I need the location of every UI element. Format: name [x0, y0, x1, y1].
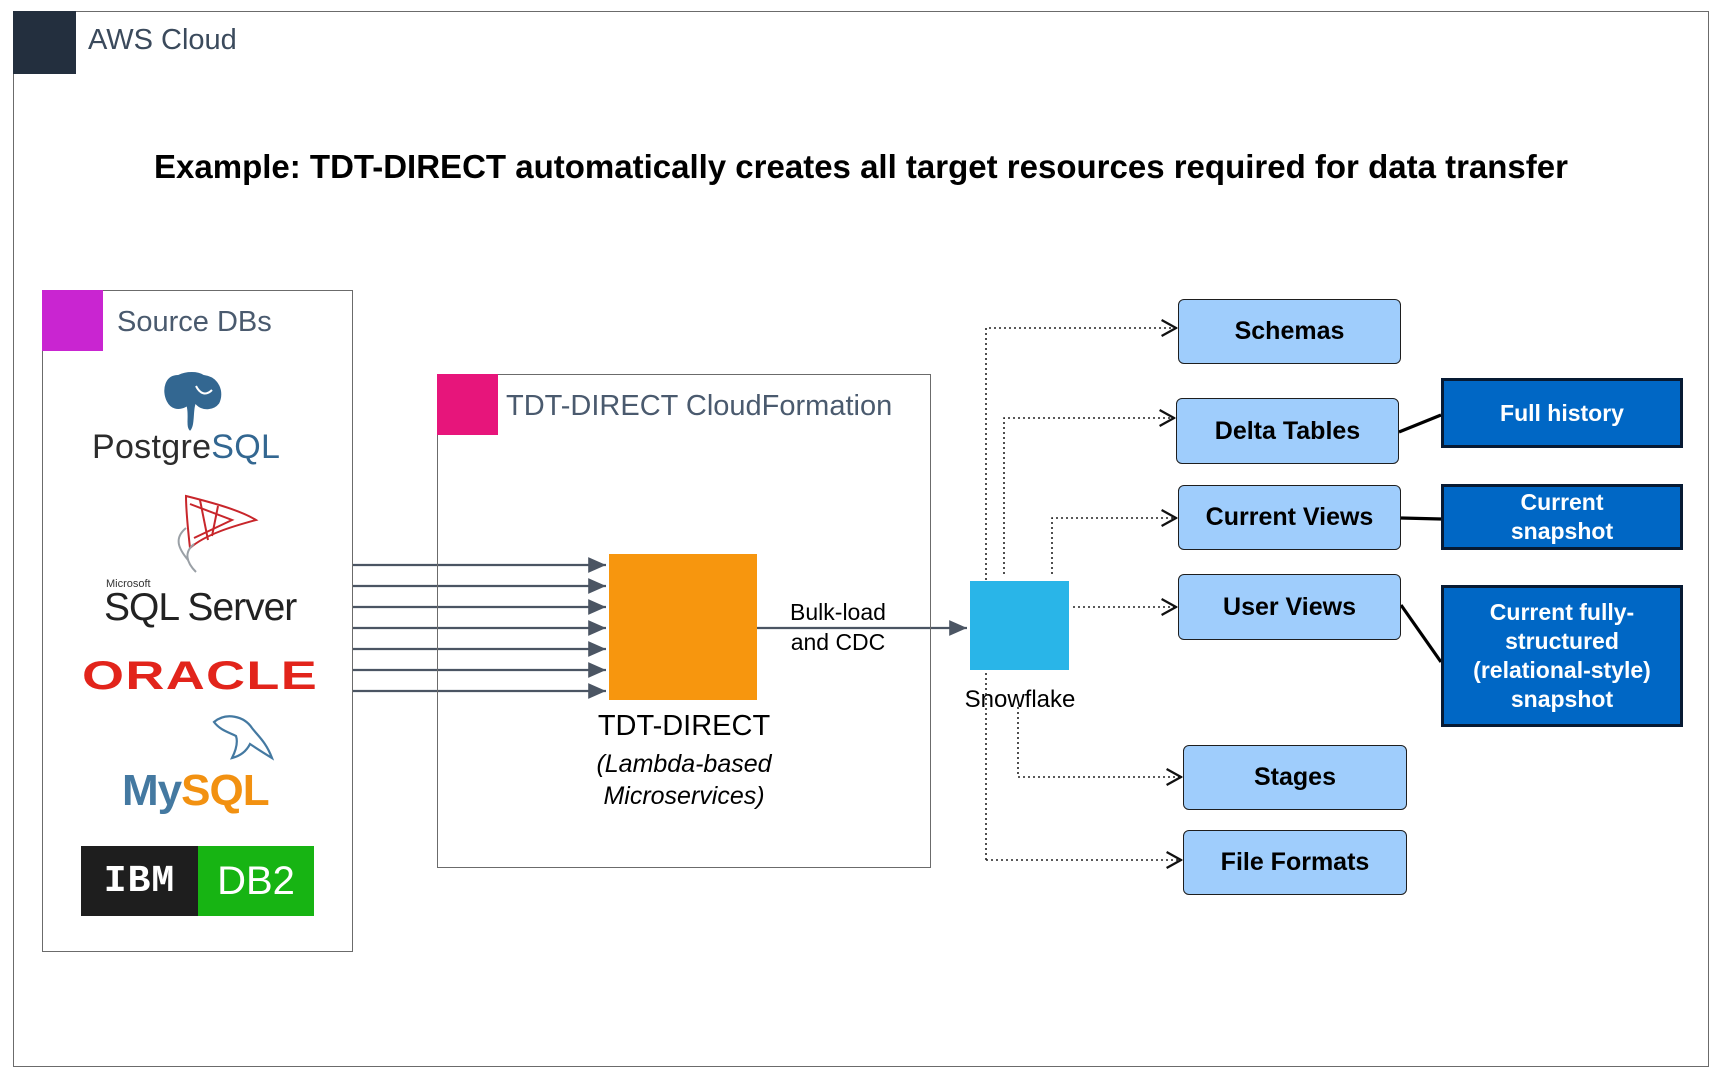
connector-schemas — [985, 328, 1176, 860]
link-current-snapshot — [1400, 516, 1442, 521]
source-dbs-group — [42, 290, 353, 952]
postgresql-elephant-icon — [162, 370, 224, 434]
cloudformation-group — [437, 374, 931, 868]
note-full-history: Full history — [1441, 378, 1683, 448]
note-structured-line2: structured — [1505, 628, 1619, 654]
postgresql-logo-text-b: SQL — [211, 428, 281, 466]
mysql-logo: MySQL — [122, 766, 270, 816]
tdt-direct-node — [609, 554, 757, 700]
note-current-line2: snapshot — [1510, 518, 1614, 544]
target-stages: Stages — [1183, 745, 1407, 810]
target-schemas: Schemas — [1178, 299, 1401, 364]
note-structured-line3: (relational-style) — [1473, 657, 1651, 683]
source-dbs-badge — [42, 290, 103, 351]
target-file-formats-label: File Formats — [1220, 848, 1370, 876]
oracle-logo: ORACLE — [82, 654, 319, 698]
ibm-logo: IBM — [81, 846, 198, 916]
tdt-direct-subtitle: (Lambda-based Microservices) — [560, 748, 808, 812]
diagram-title: Example: TDT-DIRECT automatically create… — [154, 148, 1568, 185]
link-structured-snapshot — [1399, 604, 1443, 663]
bulk-load-line1: Bulk-load — [790, 599, 886, 625]
db2-logo: DB2 — [198, 846, 314, 916]
tdt-direct-subtitle-line1: (Lambda-based — [596, 750, 772, 778]
snowflake-node — [970, 581, 1069, 670]
target-connectors — [985, 328, 1181, 860]
db2-logo-text: DB2 — [217, 858, 295, 903]
aws-cloud-group — [13, 11, 1709, 1067]
source-dbs-label: Source DBs — [117, 306, 272, 338]
tdt-direct-label: TDT-DIRECT — [597, 710, 771, 742]
postgresql-logo-text: Postgre — [92, 428, 212, 466]
target-current-views-label: Current Views — [1205, 503, 1374, 531]
connector-current-views — [1051, 518, 1176, 574]
tdt-direct-subtitle-line2: Microservices) — [603, 782, 765, 810]
note-links — [1398, 413, 1443, 663]
link-full-history — [1398, 413, 1442, 434]
snowflake-label: Snowflake — [964, 686, 1076, 713]
source-arrows — [353, 557, 606, 699]
cloudformation-label: TDT-DIRECT CloudFormation — [506, 390, 893, 422]
target-file-formats: File Formats — [1183, 830, 1407, 895]
mysql-logo-text-b: SQL — [181, 766, 269, 815]
note-current-line1: Current — [1520, 489, 1604, 515]
bulk-load-label: Bulk-load and CDC — [768, 597, 908, 657]
microsoft-label: Microsoft — [106, 578, 151, 590]
mysql-logo-text-a: My — [122, 766, 182, 815]
mysql-dolphin-icon — [212, 715, 275, 761]
target-stages-label: Stages — [1254, 763, 1336, 791]
note-current-snapshot: Current snapshot — [1441, 484, 1683, 550]
target-delta-tables-label: Delta Tables — [1214, 416, 1361, 445]
target-schemas-label: Schemas — [1234, 317, 1345, 345]
ibm-logo-text: IBM — [103, 859, 176, 903]
note-full-history-text: Full history — [1500, 399, 1624, 426]
aws-cloud-label: AWS Cloud — [88, 24, 237, 56]
connector-delta-tables — [1003, 418, 1174, 574]
sqlserver-logo: SQL Server — [104, 586, 297, 629]
cloudformation-badge — [437, 374, 498, 435]
note-structured-snapshot: Current fully- structured (relational-st… — [1441, 585, 1683, 727]
sqlserver-triangle-icon — [177, 494, 259, 573]
target-user-views: User Views — [1178, 574, 1401, 640]
postgresql-logo: PostgreSQL — [92, 428, 280, 467]
target-delta-tables: Delta Tables — [1176, 398, 1399, 464]
bulk-load-line2: and CDC — [790, 629, 886, 655]
note-structured-line1: Current fully- — [1489, 599, 1635, 625]
connector-stages — [1017, 707, 1181, 777]
note-structured-line4: snapshot — [1510, 686, 1614, 712]
target-user-views-label: User Views — [1223, 592, 1356, 621]
target-current-views: Current Views — [1178, 485, 1401, 550]
aws-cloud-badge — [13, 11, 76, 74]
